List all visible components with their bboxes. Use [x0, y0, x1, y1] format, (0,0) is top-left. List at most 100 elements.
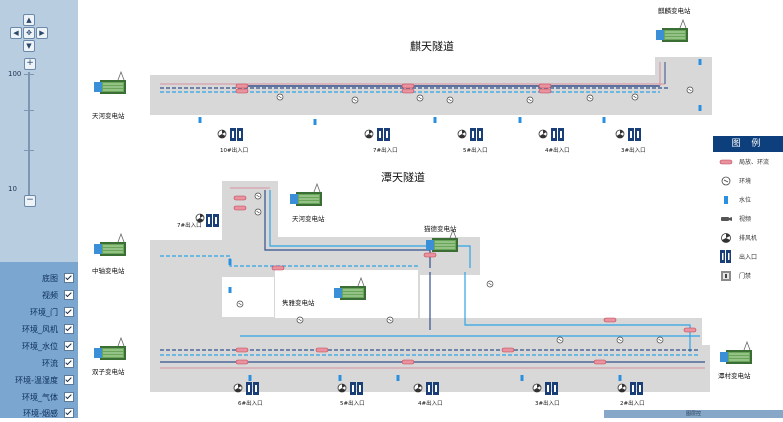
substation-label: 隽雅变电站 — [282, 298, 315, 307]
zoom-max-label: 100 — [8, 70, 22, 78]
legend-label: 门禁 — [739, 273, 752, 280]
layer-label: 底图 — [42, 273, 58, 283]
legend-label: 水位 — [739, 197, 752, 204]
layer-label: 环境-温湿度 — [15, 375, 58, 385]
zoom-out-button[interactable]: − — [24, 195, 36, 207]
layer-toggle[interactable]: 环流 — [42, 355, 74, 371]
exhaust-fan-icon — [721, 232, 731, 243]
legend-item: 环境 — [713, 171, 783, 190]
legend-item: 出入口 — [713, 247, 783, 266]
exit-label: 3#出入口 — [621, 146, 646, 154]
access-control-icon — [721, 270, 731, 281]
pan-right-icon[interactable]: ▶ — [36, 27, 48, 39]
south-tunnel-body — [150, 181, 710, 392]
layer-label: 环境_门 — [30, 307, 58, 317]
legend-title: 图 例 — [713, 136, 783, 152]
exit-label: 4#出入口 — [545, 146, 570, 154]
legend-item: 水位 — [713, 190, 783, 209]
pan-up-icon[interactable]: ▲ — [23, 14, 35, 26]
layer-checkbox[interactable] — [64, 273, 74, 283]
substation-tianhe-north[interactable]: 天河变电站 — [92, 71, 127, 120]
south-tunnel-title: 潭天隧道 — [381, 170, 425, 184]
substation-qiling[interactable]: 麒麟变电站 — [655, 6, 691, 43]
layer-control-tab[interactable]: 图层控 — [604, 410, 783, 418]
layer-toggle[interactable]: 视频 — [42, 287, 74, 303]
map-control-panel: ▲ ◀ ✥ ▶ ▼ + 100 10 − 底图 视频 环境_门 环境_风机 环境… — [0, 0, 78, 418]
exit-label: 2#出入口 — [620, 399, 645, 407]
legend-item: 门禁 — [713, 266, 783, 285]
exit-label: 5#出入口 — [340, 399, 365, 407]
pan-down-icon[interactable]: ▼ — [23, 40, 35, 52]
zoom-slider-handle[interactable] — [24, 74, 34, 75]
layer-checkbox[interactable] — [64, 375, 74, 385]
exit-door-icon — [720, 249, 731, 263]
camera-icon — [721, 216, 732, 221]
layer-checkbox[interactable] — [64, 290, 74, 300]
substation-fuya[interactable]: 隽雅变电站 — [282, 277, 367, 307]
north-exit-labels: 10#出入口 7#出入口 5#出入口 4#出入口 3#出入口 — [220, 146, 646, 154]
substation-maode[interactable]: 猫德变电站 — [424, 224, 459, 253]
layer-toggle[interactable]: 环境-温湿度 — [15, 372, 74, 388]
substation-tancun[interactable]: 潭村变电站 — [718, 341, 753, 380]
south-tunnel-island — [222, 277, 274, 317]
substation-tianhe-south[interactable]: 天河变电站 — [289, 183, 325, 223]
zoom-min-label: 10 — [8, 185, 17, 193]
environment-sensor-icon — [721, 176, 731, 185]
substation-shuangzi[interactable]: 双子变电站 — [92, 337, 127, 376]
exit-label: 3#出入口 — [535, 399, 560, 407]
legend-label: 视频 — [739, 216, 752, 223]
layer-checkbox[interactable] — [64, 324, 74, 334]
substation-label: 天河变电站 — [292, 214, 325, 223]
north-exits[interactable] — [217, 128, 641, 141]
layer-label: 环流 — [42, 358, 58, 368]
exit-label: 4#出入口 — [418, 399, 443, 407]
south-exit-labels: 7#出入口 6#出入口 5#出入口 4#出入口 3#出入口 2#出入口 — [177, 221, 645, 407]
pan-left-icon[interactable]: ◀ — [10, 27, 22, 39]
pan-center-icon[interactable]: ✥ — [23, 27, 35, 39]
layer-checkbox[interactable] — [64, 307, 74, 317]
substation-label: 麒麟变电站 — [658, 6, 691, 15]
substation-label: 潭村变电站 — [718, 371, 751, 380]
layer-checkbox[interactable] — [64, 341, 74, 351]
layer-toggle[interactable]: 环境_风机 — [22, 321, 74, 337]
layer-label: 环境_风机 — [22, 324, 58, 334]
exit-label: 5#出入口 — [463, 146, 488, 154]
layer-control-tab-label: 图层控 — [685, 411, 701, 417]
map-legend: 图 例 局放、环流 环境 水位 视频 排风机 出入口 门禁 — [713, 136, 783, 296]
layer-label: 视频 — [42, 290, 58, 300]
layer-checkbox[interactable] — [64, 408, 74, 418]
partial-discharge-icon — [719, 159, 733, 164]
layer-toggle[interactable]: 底图 — [42, 270, 74, 286]
layer-toggle[interactable]: 环境_水位 — [22, 338, 74, 354]
zoom-slider-track[interactable] — [28, 72, 30, 198]
legend-item: 排风机 — [713, 228, 783, 247]
layer-label: 环境_气体 — [22, 392, 58, 402]
substation-label: 中轴变电站 — [92, 266, 125, 275]
legend-label: 出入口 — [739, 254, 758, 261]
legend-label: 环境 — [739, 178, 752, 185]
layer-checkbox[interactable] — [64, 358, 74, 368]
layer-toggle-panel: 底图 视频 环境_门 环境_风机 环境_水位 环流 环境-温湿度 环境_气体 环… — [0, 262, 78, 418]
layer-toggle[interactable]: 环境-烟感 — [23, 405, 74, 421]
substation-zhongzhou[interactable]: 中轴变电站 — [92, 233, 127, 275]
pan-control[interactable]: ▲ ◀ ✥ ▶ ▼ — [8, 12, 48, 52]
exit-label: 6#出入口 — [238, 399, 263, 407]
legend-label: 排风机 — [739, 235, 758, 242]
substation-label: 猫德变电站 — [424, 224, 457, 233]
layer-label: 环境_水位 — [22, 341, 58, 351]
zoom-in-button[interactable]: + — [24, 58, 36, 70]
substation-label: 双子变电站 — [92, 367, 125, 376]
water-level-icon — [724, 195, 728, 204]
substation-label: 天河变电站 — [92, 111, 125, 120]
layer-toggle[interactable]: 环境_门 — [30, 304, 74, 320]
exit-label: 7#出入口 — [177, 221, 202, 229]
exit-label: 7#出入口 — [373, 146, 398, 154]
zoom-tick — [24, 150, 34, 151]
layer-label: 环境-烟感 — [23, 408, 58, 418]
south-cables — [160, 187, 705, 369]
layer-checkbox[interactable] — [64, 392, 74, 402]
legend-item: 视频 — [713, 209, 783, 228]
layer-toggle[interactable]: 环境_气体 — [22, 389, 74, 405]
